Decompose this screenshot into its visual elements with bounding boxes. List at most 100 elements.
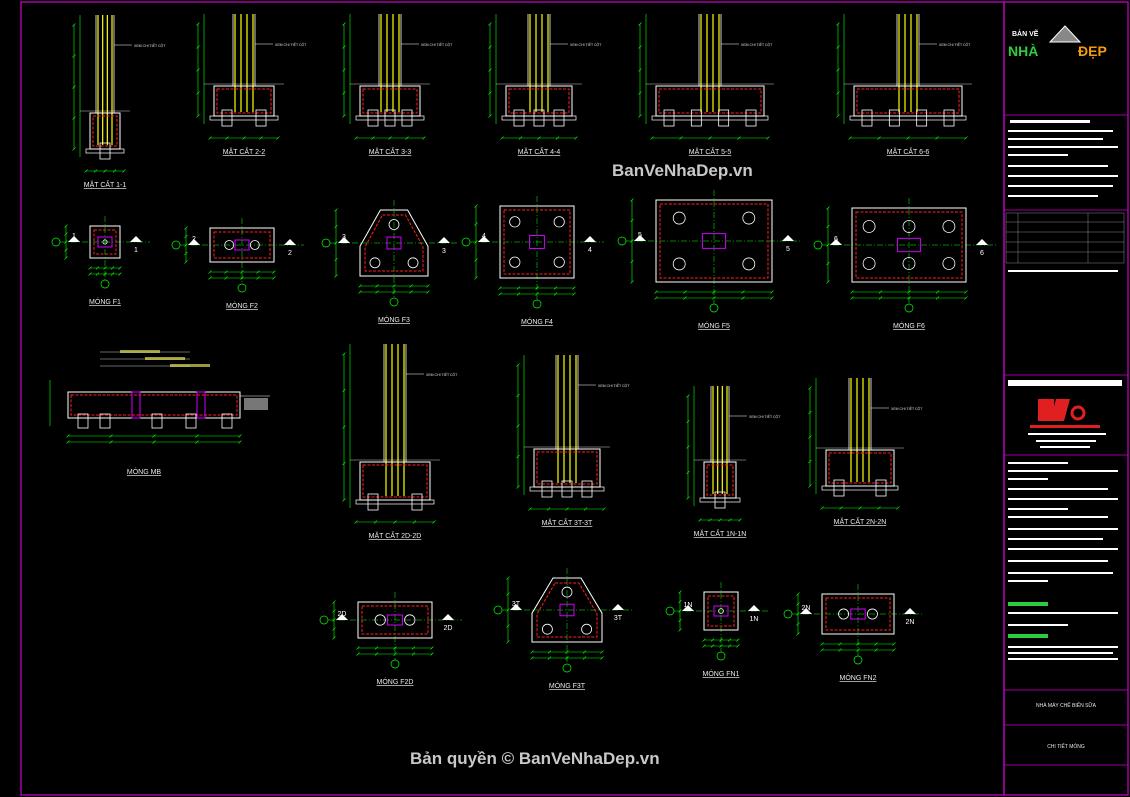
pile xyxy=(553,109,565,127)
section-label: MẶT CẮT 1-1 xyxy=(84,180,127,189)
pile xyxy=(542,623,553,635)
lean-concrete xyxy=(849,115,967,121)
column-pedestal xyxy=(897,237,921,253)
footing-outline xyxy=(359,209,429,277)
column-callout: XEM CHI TIẾT CỘT xyxy=(570,42,602,47)
lean-concrete xyxy=(85,148,125,154)
lean-concrete xyxy=(529,486,605,492)
plan-f6: 66MÓNG F6 xyxy=(813,198,996,330)
column-pedestal xyxy=(529,235,545,249)
pile xyxy=(942,220,956,233)
grid-bubble xyxy=(783,609,793,619)
section-mark-right: 3 xyxy=(442,248,446,255)
brand-logo: BẢN VẼ NHÀ ĐẸP xyxy=(1008,20,1122,64)
pile xyxy=(581,623,592,635)
pile xyxy=(690,109,702,127)
pile xyxy=(745,109,757,127)
section-label: MẶT CẮT 3T-3T xyxy=(542,518,593,527)
footing-rebar xyxy=(536,451,598,485)
section-arrow xyxy=(338,237,350,243)
section-arrow xyxy=(442,614,454,620)
grid-bubble xyxy=(321,238,331,248)
footing-outline xyxy=(703,461,737,499)
grid-bubble xyxy=(665,606,675,616)
footing-outline xyxy=(89,112,121,150)
footing-rebar xyxy=(213,231,271,259)
pile xyxy=(833,479,845,497)
footing-rebar xyxy=(508,88,570,114)
section-arrow xyxy=(68,236,80,242)
footing-outline xyxy=(655,85,765,117)
pile xyxy=(77,413,89,429)
pile xyxy=(367,109,379,127)
plan-label: MÓNG F3T xyxy=(549,681,586,690)
pile xyxy=(916,109,928,127)
pile xyxy=(581,480,593,498)
pile xyxy=(411,493,423,511)
section-arrow xyxy=(904,608,916,614)
pile xyxy=(407,257,419,269)
plan-label: MÓNG F6 xyxy=(893,321,925,330)
grid-bubble xyxy=(493,605,503,615)
column-pedestal xyxy=(386,236,402,250)
footing-outline xyxy=(357,601,433,639)
logo-word-nha: NHÀ xyxy=(1008,43,1038,59)
column-callout: XEM CHI TIẾT CỘT xyxy=(598,383,630,388)
pile xyxy=(221,109,233,127)
column-callout: XEM CHI TIẾT CỘT xyxy=(426,372,458,377)
lean-concrete xyxy=(651,115,769,121)
plan-label: MÓNG MB xyxy=(127,467,162,476)
lean-concrete xyxy=(821,485,899,491)
footing-rebar xyxy=(93,229,117,255)
footing-outline xyxy=(359,85,421,117)
strip-footing-outline xyxy=(67,391,241,419)
sheet-title: CHI TIẾT MÓNG xyxy=(1047,743,1085,750)
section-arrow xyxy=(634,235,646,241)
pile xyxy=(509,256,521,268)
plan-label: MÓNG F2 xyxy=(226,301,258,310)
column-callout: XEM CHI TIẾT CỘT xyxy=(939,42,971,47)
grid-bubble xyxy=(617,236,627,246)
lean-concrete xyxy=(501,115,577,121)
grid-bubble xyxy=(813,240,823,250)
pile xyxy=(384,109,396,127)
column-pedestal xyxy=(97,236,113,248)
section-s66: XEM CHI TIẾT CỘT MẶT CẮT 6-6 xyxy=(836,14,972,156)
pile xyxy=(663,109,675,127)
footing-outline xyxy=(655,199,773,283)
section-label: MẶT CẮT 6-6 xyxy=(887,147,930,156)
watermark-bottom: Bản quyền © BanVeNhaDep.vn xyxy=(410,749,660,768)
footing-outline xyxy=(703,591,739,631)
grid-bubble xyxy=(100,279,110,289)
footing-rebar xyxy=(659,203,769,279)
plan-fn1: 1N1NMÓNG FN1 xyxy=(665,582,768,678)
section-mark-right: 2N xyxy=(906,619,915,626)
section-arrow xyxy=(584,236,596,242)
logo-word-dep: ĐẸP xyxy=(1078,43,1107,59)
column-callout: XEM CHI TIẾT CỘT xyxy=(891,406,923,411)
section-arrow xyxy=(284,239,296,245)
grid-bubble xyxy=(709,303,719,313)
plan-label: MÓNG F4 xyxy=(521,317,553,326)
footing-rebar xyxy=(707,595,735,627)
lean-concrete xyxy=(355,115,425,121)
grid-bubble xyxy=(716,651,726,661)
footing-outline xyxy=(851,207,967,283)
footing-outline xyxy=(853,85,963,117)
plan-label: MÓNG FN2 xyxy=(840,673,877,682)
grid-bubble xyxy=(461,237,471,247)
footing-rebar xyxy=(855,211,963,279)
footing-outline xyxy=(505,85,573,117)
section-arrow xyxy=(682,605,694,611)
pile xyxy=(509,216,521,228)
project-name: NHÀ MÁY CHẾ BIẾN SỮA xyxy=(1036,702,1097,709)
section-arrow xyxy=(438,237,450,243)
footing-outline xyxy=(209,227,275,263)
pile xyxy=(369,257,381,269)
grid-bubble xyxy=(237,283,247,293)
column-callout: XEM CHI TIẾT CỘT xyxy=(421,42,453,47)
